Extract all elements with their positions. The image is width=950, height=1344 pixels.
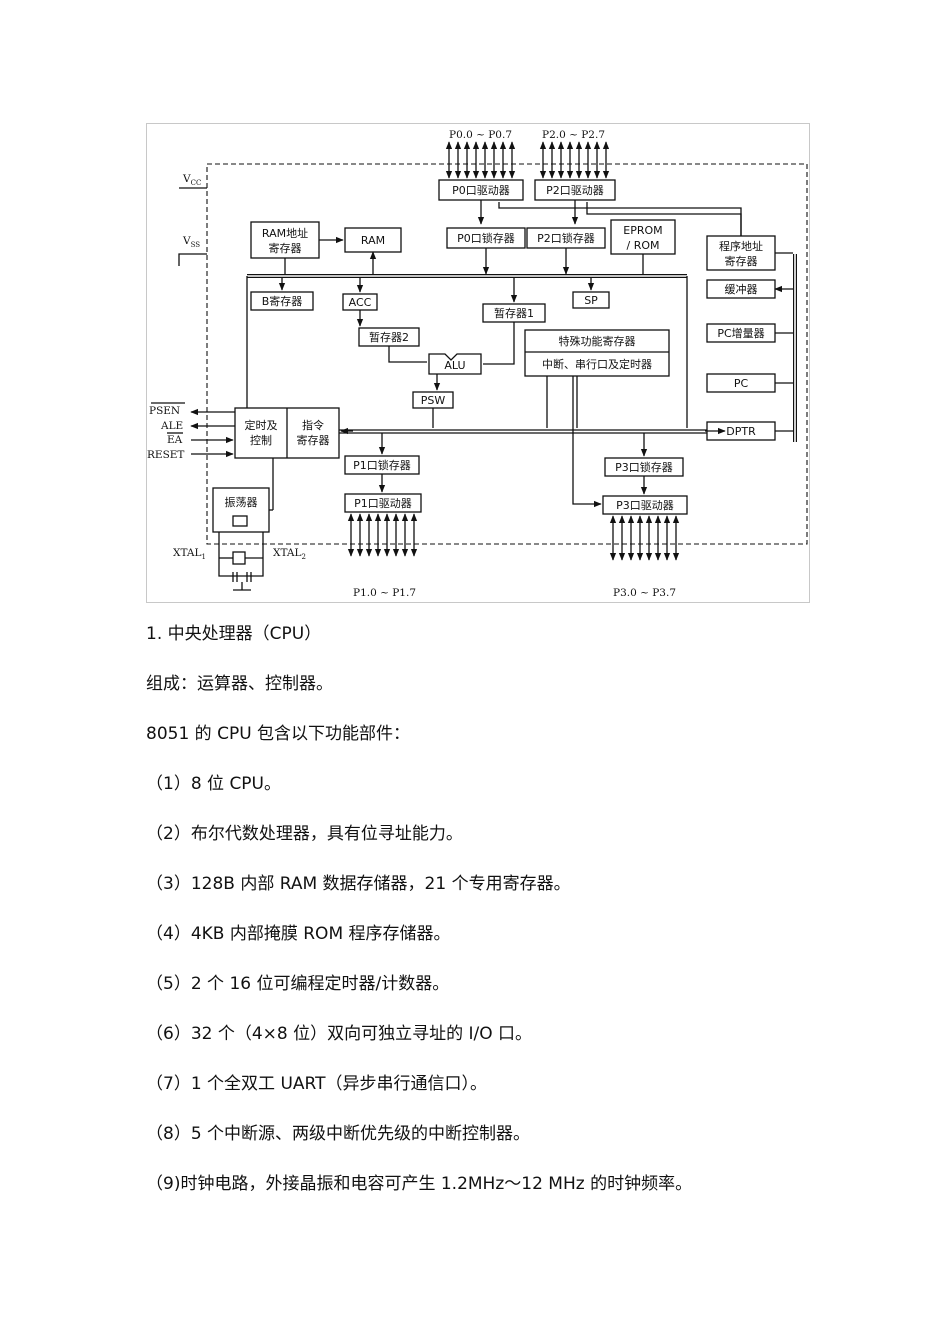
alu-block: [428, 353, 482, 375]
p1-driver-block: [344, 493, 422, 513]
instruction-label-1: 指令: [302, 418, 324, 432]
mcs51-block-diagram: P0.0 ~ P0.7 P2.0 ~ P2.7 P1.0 ~ P1.7 P3.0…: [146, 123, 810, 603]
ram-label: RAM: [361, 234, 385, 247]
list-item: （3）128B 内部 RAM 数据存储器，21 个专用寄存器。: [146, 874, 571, 894]
vcc-pin: VCC: [179, 173, 207, 189]
xtal1-label: XTAL1: [173, 547, 206, 561]
special-function-register-block: [524, 329, 670, 377]
b-register-block: [250, 291, 314, 311]
temp-register-1-label: 暂存器1: [494, 306, 534, 320]
dptr-label: DPTR: [726, 425, 756, 438]
sfr-label-1: 特殊功能寄存器: [559, 334, 636, 348]
pc-incrementer-label: PC增量器: [717, 326, 764, 340]
list-item: （1）8 位 CPU。: [146, 774, 282, 794]
p1-port-label: P1.0 ~ P1.7: [353, 587, 416, 599]
sp-label: SP: [584, 294, 598, 307]
p3-driver-label: P3口驱动器: [616, 499, 674, 512]
p0-latch-label: P0口锁存器: [457, 231, 515, 245]
p2-port-label: P2.0 ~ P2.7: [542, 129, 605, 141]
connection-wires: [246, 200, 793, 508]
p3-latch-label: P3口锁存器: [615, 460, 673, 474]
psen-label: PSEN: [149, 405, 180, 417]
ram-address-label-2: 寄存器: [269, 241, 302, 255]
sp-block: [572, 291, 610, 309]
p1-driver-label: P1口驱动器: [354, 497, 412, 510]
program-address-label-2: 寄存器: [725, 254, 758, 268]
p2-pin-array: [539, 141, 610, 179]
timing-label-2: 控制: [250, 433, 272, 447]
control-signals: PSEN ALE EA RESET: [147, 402, 235, 461]
instruction-label-2: 寄存器: [297, 433, 330, 447]
reset-label: RESET: [147, 449, 184, 461]
list-item: （8）5 个中断源、两级中断优先级的中断控制器。: [146, 1124, 531, 1144]
list-item: （9)时钟电路，外接晶振和电容可产生 1.2MHz～12 MHz 的时钟频率。: [146, 1174, 693, 1194]
b-register-label: B寄存器: [262, 294, 303, 308]
p0-pin-array: [445, 141, 516, 179]
program-address-register-block: [706, 235, 776, 271]
p3-port-label: P3.0 ~ P3.7: [613, 587, 676, 599]
svg-text:VSS: VSS: [182, 235, 200, 249]
composition-line: 组成：运算器、控制器。: [146, 674, 333, 694]
sfr-label-2: 中断、串行口及定时器: [542, 357, 652, 371]
svg-text:VCC: VCC: [182, 173, 201, 187]
chip-boundary: [206, 163, 808, 545]
list-item: （7）1 个全双工 UART（异步串行通信口）。: [146, 1074, 487, 1094]
ram-address-label-1: RAM地址: [262, 226, 308, 240]
ale-label: ALE: [160, 420, 183, 432]
timing-label-1: 定时及: [245, 418, 278, 432]
temp-register-2-label: 暂存器2: [369, 330, 409, 344]
intro-line: 8051 的 CPU 包含以下功能部件：: [146, 724, 411, 744]
p0-port-label: P0.0 ~ P0.7: [449, 129, 512, 141]
vss-pin: VSS: [178, 235, 207, 266]
p1-latch-label: P1口锁存器: [353, 458, 411, 472]
eprom-label-2: / ROM: [627, 239, 660, 252]
xtal2-label: XTAL2: [273, 547, 306, 561]
section-heading: 1. 中央处理器（CPU）: [146, 624, 322, 644]
list-item: （2）布尔代数处理器，具有位寻址能力。: [146, 824, 463, 844]
list-item: （6）32 个（4×8 位）双向可独立寻址的 I/O 口。: [146, 1024, 533, 1044]
p2-driver-label: P2口驱动器: [546, 184, 604, 197]
eprom-label-1: EPROM: [623, 224, 662, 237]
ram-address-register-block: [250, 221, 320, 259]
p3-driver-block: [602, 495, 688, 515]
crystal-circuit: [218, 532, 264, 591]
oscillator-inverter: [232, 515, 248, 527]
p3-pin-array: [609, 515, 680, 561]
oscillator-label: 振荡器: [225, 495, 258, 509]
buffer-label: 缓冲器: [725, 282, 758, 296]
list-item: （5）2 个 16 位可编程定时器/计数器。: [146, 974, 450, 994]
p2-latch-label: P2口锁存器: [537, 231, 595, 245]
psw-label: PSW: [421, 394, 446, 407]
p1-pin-array: [347, 513, 418, 557]
pc-label: PC: [734, 377, 749, 390]
p0-driver-label: P0口驱动器: [452, 184, 510, 197]
list-item: （4）4KB 内部掩膜 ROM 程序存储器。: [146, 924, 451, 944]
alu-label: ALU: [444, 359, 465, 372]
acc-label: ACC: [349, 296, 372, 309]
program-address-label-1: 程序地址: [719, 239, 763, 253]
ea-label: EA: [167, 434, 183, 446]
